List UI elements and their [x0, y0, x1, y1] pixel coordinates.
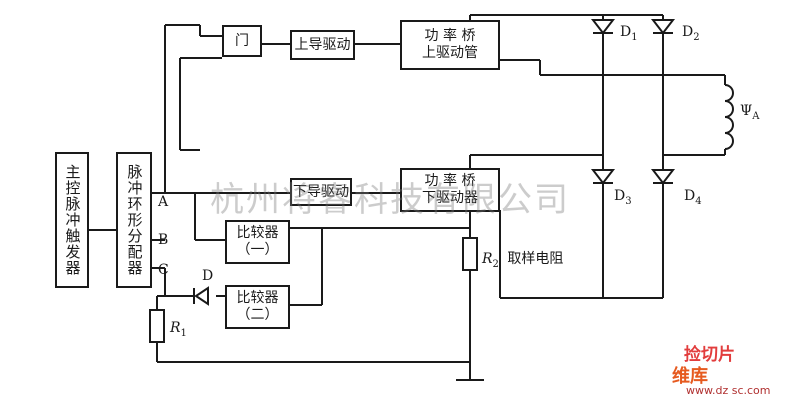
site-logo-line2: 维库: [672, 366, 708, 387]
lower-drive-block: 下导驱动: [290, 178, 352, 206]
coil-label: ΨA: [740, 103, 760, 122]
r2-sub: 2: [492, 258, 499, 270]
comparator-2-label-2: （二）: [236, 307, 279, 323]
comparator-1-label-1: 比较器: [236, 225, 279, 241]
d3-main: D: [614, 188, 626, 204]
upper-drive-label: 上导驱动: [294, 36, 351, 53]
r1-sub: 1: [180, 327, 187, 339]
main-trigger-block: 主控脉冲触发器: [55, 152, 89, 288]
site-logo-line1: 捡切片: [684, 345, 735, 365]
main-trigger-label: 主控脉冲触发器: [63, 164, 82, 276]
watermark: 杭州将睿科技有限公司: [210, 180, 570, 220]
d4-sub: 4: [695, 195, 702, 207]
d1-sub: 1: [631, 31, 638, 43]
upper-bridge-label-1: 功 率 桥: [424, 28, 476, 44]
port-a-label: A: [158, 194, 169, 210]
r1-label: R1: [170, 320, 187, 339]
r2-main: R: [482, 251, 493, 267]
site-logo-line3: www.dz sc.com: [686, 384, 771, 397]
d3-label: D3: [614, 188, 632, 207]
upper-drive-block: 上导驱动: [290, 30, 355, 60]
coil-main: Ψ: [740, 103, 753, 119]
diode-d-label: D: [202, 268, 214, 284]
d1-main: D: [620, 24, 632, 40]
d1-label: D1: [620, 24, 638, 43]
ring-distributor-label: 脉冲环形分配器: [125, 164, 144, 276]
upper-bridge-label-2: 上驱动管: [422, 45, 478, 61]
gate-block: 门: [222, 25, 262, 57]
lower-bridge-label-1: 功 率 桥: [424, 173, 476, 189]
lower-drive-label: 下导驱动: [293, 183, 349, 200]
comparator-2-label-1: 比较器: [236, 290, 279, 306]
comparator-1-block: 比较器 （一）: [225, 220, 290, 264]
d3-sub: 3: [625, 195, 632, 207]
r2-label: R2 取样电阻: [482, 248, 563, 270]
d2-sub: 2: [693, 31, 700, 43]
lower-bridge-block: 功 率 桥 下驱动器: [400, 168, 500, 212]
d4-main: D: [684, 188, 696, 204]
comparator-1-label-2: （一）: [236, 242, 279, 258]
d2-main: D: [682, 24, 694, 40]
port-c-label: C: [158, 262, 169, 278]
r2-desc: 取样电阻: [507, 251, 564, 267]
coil-sub: A: [752, 110, 760, 122]
lower-bridge-label-2: 下驱动器: [422, 190, 478, 206]
d4-label: D4: [684, 188, 702, 207]
comparator-2-block: 比较器 （二）: [225, 285, 290, 329]
d2-label: D2: [682, 24, 700, 43]
site-logo: 捡切片 维库 www.dz sc.com: [672, 340, 800, 400]
r1-main: R: [170, 320, 181, 336]
ring-distributor-block: 脉冲环形分配器: [116, 152, 152, 288]
gate-label: 门: [235, 32, 249, 49]
upper-bridge-block: 功 率 桥 上驱动管: [400, 20, 500, 70]
port-b-label: B: [158, 232, 169, 248]
